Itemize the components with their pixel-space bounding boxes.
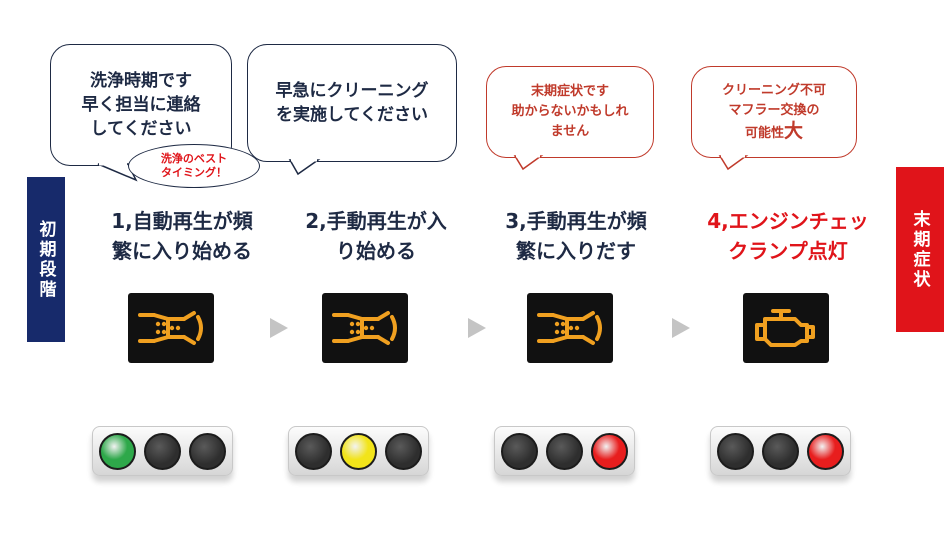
signal-1-yellow-bulb: [144, 432, 181, 470]
arrow-right-icon: [672, 318, 690, 338]
bubble-4-line-2: マフラー交換の: [728, 102, 820, 118]
signal-2-green-bulb: [295, 432, 332, 470]
step-2-title-line-1: 2,手動再生が入: [305, 209, 447, 233]
bubble-step-3: 末期症状です 助からないかもしれ ません: [486, 66, 654, 158]
bubble-4-emphasis: 大: [783, 119, 803, 142]
arrow-right-icon: [270, 318, 288, 338]
bubble-2-tail: [288, 158, 321, 176]
bubble-4-line-3-text: 可能性: [744, 125, 784, 141]
late-stage-label: 末期症状: [896, 167, 944, 332]
bubble-4-line-3: 可能性大: [722, 121, 826, 144]
bubble-4-tail: [718, 154, 749, 171]
traffic-signal-step-3: [494, 426, 635, 476]
bubble-step-2: 早急にクリーニング を実施してください: [247, 44, 457, 162]
bubble-2-line-1: 早急にクリーニング: [275, 81, 429, 101]
lamp-step-3: [527, 293, 613, 363]
bubble-1-line-3: してください: [90, 119, 192, 139]
signal-3-red-bulb: [591, 432, 628, 470]
bubble-1-line-1: 洗浄時期です: [90, 71, 192, 91]
lamp-step-2: [322, 293, 408, 363]
bubble-step-1: 洗浄時期です 早く担当に連絡 してください: [50, 44, 232, 166]
arrow-right-icon: [468, 318, 486, 338]
traffic-signal-step-1: [92, 426, 233, 476]
bubble-3-tail: [513, 154, 544, 171]
bubble-3-line-3: ません: [550, 124, 590, 139]
signal-1-green-bulb: [99, 432, 136, 470]
step-3-title-line-1: 3,手動再生が頻: [505, 209, 647, 233]
step-1-title-line-2: 繁に入り始める: [112, 239, 252, 263]
traffic-signal-step-2: [288, 426, 429, 476]
step-1-title: 1,自動再生が頻 繁に入り始める: [72, 206, 292, 266]
dpf-warning-icon: [332, 311, 397, 345]
step-3-title-line-2: 繁に入りだす: [516, 239, 636, 263]
early-stage-label: 初期段階: [27, 177, 65, 342]
signal-4-green-bulb: [717, 432, 754, 470]
badge-line-2: タイミング！: [160, 166, 227, 179]
step-2-title: 2,手動再生が入 り始める: [266, 206, 486, 266]
dpf-warning-icon: [537, 311, 602, 345]
badge-line-1: 洗浄のベスト: [160, 152, 228, 165]
signal-4-red-bulb: [807, 432, 844, 470]
lamp-step-1: [128, 293, 214, 363]
lamp-step-4: [743, 293, 829, 363]
bubble-4-line-1: クリーニング不可: [721, 82, 826, 98]
bubble-step-4: クリーニング不可 マフラー交換の 可能性大: [691, 66, 857, 158]
traffic-signal-step-4: [710, 426, 851, 476]
check-engine-icon: [755, 309, 815, 347]
bubble-3-line-1: 末期症状です: [530, 84, 609, 99]
signal-4-yellow-bulb: [762, 432, 799, 470]
step-4-title-line-2: クランプ点灯: [728, 239, 848, 263]
dpf-warning-icon: [138, 311, 203, 345]
bubble-3-line-2: 助からないかもしれ: [511, 104, 629, 119]
step-2-title-line-2: り始める: [336, 239, 416, 263]
step-1-title-line-1: 1,自動再生が頻: [111, 209, 253, 233]
signal-2-red-bulb: [385, 432, 422, 470]
signal-3-green-bulb: [501, 432, 538, 470]
step-4-title-line-1: 4,エンジンチェッ: [707, 209, 869, 233]
signal-2-yellow-bulb: [340, 432, 377, 470]
signal-1-red-bulb: [189, 432, 226, 470]
best-timing-badge: 洗浄のベスト タイミング！: [128, 144, 260, 188]
signal-3-yellow-bulb: [546, 432, 583, 470]
step-3-title: 3,手動再生が頻 繁に入りだす: [466, 206, 686, 266]
step-4-title: 4,エンジンチェッ クランプ点灯: [678, 206, 898, 266]
bubble-2-line-2: を実施してください: [276, 105, 428, 125]
bubble-1-line-2: 早く担当に連絡: [81, 95, 201, 115]
